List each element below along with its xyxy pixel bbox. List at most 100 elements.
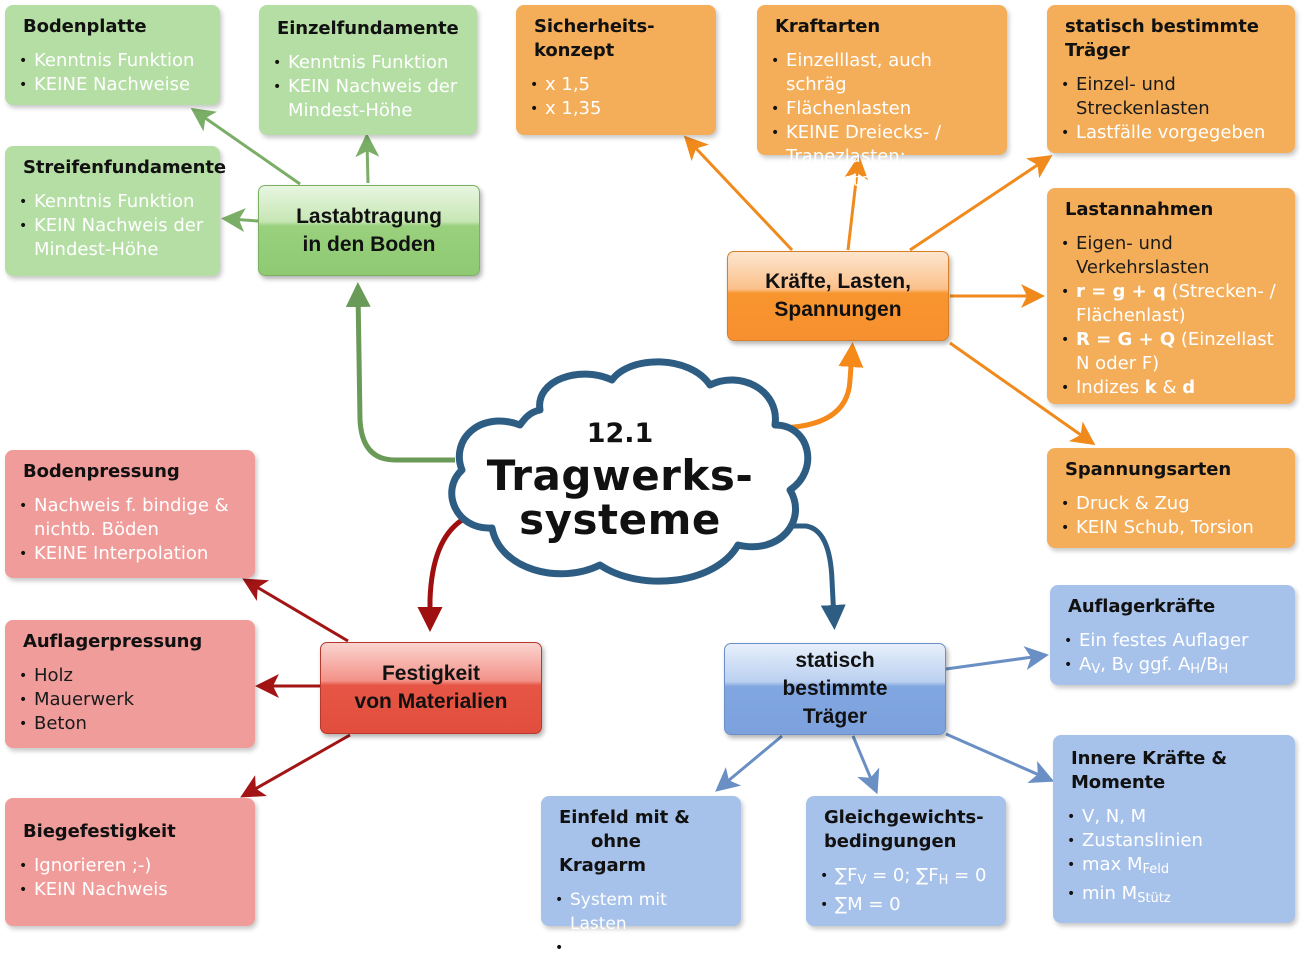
center-topic-number: 12.1 [586, 418, 654, 449]
connector-einzelfundamente [355, 133, 380, 184]
text: max M [1082, 854, 1143, 875]
connector-layer [190, 107, 1096, 798]
subscript: Feld [1142, 862, 1170, 877]
topic-item: max MFeld [1067, 853, 1281, 882]
topic-bodenplatte[interactable]: Bodenplatte Kenntnis Funktion KEINE Nach… [5, 5, 220, 105]
topic-title: Sicherheits-konzept [534, 15, 702, 63]
connector-sicherheitskonzept [683, 135, 794, 252]
connector-bodenplatte [190, 107, 301, 186]
topic-item: Leff, LKrag,eff [555, 936, 727, 965]
topic-item: AV, BV ggf. AH/BH [1064, 653, 1281, 682]
topic-gleichgewicht[interactable]: Gleichgewichts-bedingungen ∑FV = 0; ∑FH … [806, 796, 1006, 926]
topic-item: Mauerwerk [19, 688, 241, 712]
topic-item: x 1,35 [530, 97, 702, 121]
topic-spannungsarten[interactable]: Spannungsarten Druck & Zug KEIN Schub, T… [1047, 448, 1295, 548]
topic-item: R = G + Q (Einzellast N oder F) [1061, 328, 1281, 376]
topic-title: Streifenfundamente [23, 157, 226, 178]
subscript: V [857, 873, 867, 888]
topic-item: KEIN Nachweis der Mindest-Höhe [19, 214, 206, 262]
topic-item: r = g + q (Strecken- / Flächenlast) [1061, 280, 1281, 328]
topic-item: Zustanslinien [1067, 829, 1281, 853]
topic-title: Einzelfundamente [277, 18, 459, 39]
text: ∑F [835, 865, 858, 886]
main-node-line1: Lastabtragung [296, 204, 442, 228]
center-topic-title[interactable]: Tragwerks- systeme [460, 454, 780, 542]
topic-title: Spannungsarten [1065, 459, 1232, 480]
connector-auflagerkraefte [945, 646, 1049, 671]
text: /B [1200, 654, 1219, 675]
subscript: eff [577, 945, 595, 960]
topic-title-line2: Momente [1071, 772, 1166, 793]
topic-item: Ein festes Auflager [1064, 629, 1281, 653]
center-title-line1: Tragwerks- [486, 451, 754, 500]
topic-item: Indizes k & d [1061, 376, 1281, 400]
topic-kraftarten[interactable]: Kraftarten Einzelllast, auch schräg Fläc… [757, 5, 1007, 191]
topic-item: Druck & Zug [1061, 492, 1281, 516]
topic-item: Lastfälle vorgegeben [1061, 121, 1281, 145]
text: = 0; ∑F [866, 865, 939, 886]
topic-bodenpressung[interactable]: Bodenpressung Nachweis f. bindige & nich… [5, 450, 255, 578]
topic-item: Holz [19, 664, 241, 688]
topic-item: KEINE Dreiecks- / Trapezlasten; Momente [771, 121, 993, 193]
connector-spannungsarten [949, 341, 1096, 446]
topic-item: Nachweis f. bindige & nichtb. Böden [19, 494, 241, 542]
topic-title-line1: statisch bestimmte [1065, 16, 1259, 37]
connector-gleichgewicht [851, 735, 880, 795]
subscript: H [1190, 662, 1201, 677]
topic-sicherheitskonzept[interactable]: Sicherheits-konzept x 1,5 x 1,35 [516, 5, 716, 135]
topic-streifenfundamente[interactable]: Streifenfundamente Kenntnis Funktion KEI… [5, 146, 226, 276]
subscript: H [938, 873, 949, 888]
text: , B [1100, 654, 1125, 675]
connector-innere-kraefte [945, 732, 1055, 783]
main-node-line1: Kräfte, Lasten, [765, 270, 911, 293]
connector-biegefestigkeit [240, 733, 351, 798]
topic-item: Ignorieren ;-) [19, 854, 241, 878]
topic-lastannahmen[interactable]: Lastannahmen Eigen- und Verkehrslasten r… [1047, 188, 1295, 404]
topic-einzelfundamente[interactable]: Einzelfundamente Kenntnis Funktion KEIN … [259, 5, 477, 135]
formula: R = G + Q [1076, 329, 1176, 350]
topic-item: Kenntnis Funktion [273, 51, 463, 75]
main-node-line1: statisch [795, 649, 875, 672]
center-title-line2: systeme [519, 495, 721, 544]
topic-title: Biegefestigkeit [23, 821, 176, 842]
topic-auflagerkraefte[interactable]: Auflagerkräfte Ein festes Auflager AV, B… [1050, 585, 1295, 685]
text: L [606, 941, 615, 957]
topic-item: min MStütz [1067, 882, 1281, 911]
topic-item: Eigen- und Verkehrslasten [1061, 232, 1281, 280]
connector-statisch-orange [909, 155, 1053, 252]
text: & [1156, 377, 1183, 398]
topic-item: Beton [19, 712, 241, 736]
main-node-lastabtragung[interactable]: Lastabtragung in den Boden [258, 185, 480, 276]
topic-auflagerpressung[interactable]: Auflagerpressung Holz Mauerwerk Beton [5, 620, 255, 748]
topic-item: V, N, M [1067, 805, 1281, 829]
topic-einfeld[interactable]: Einfeld mit &ohne Kragarm System mit Las… [541, 796, 741, 960]
connector-streifenfundamente [221, 208, 259, 233]
cloud-shape [448, 358, 812, 585]
topic-title-line1: Sicherheits- [534, 16, 655, 37]
topic-item: Kenntnis Funktion [19, 190, 206, 214]
topic-biegefestigkeit[interactable]: Biegefestigkeit Ignorieren ;-) KEIN Nach… [5, 798, 255, 926]
topic-title: Bodenplatte [23, 16, 147, 37]
topic-title-line2: Träger [1065, 40, 1130, 61]
main-node-kraefte[interactable]: Kräfte, Lasten,Spannungen [727, 251, 949, 341]
topic-item: ∑M = 0 [820, 893, 992, 917]
text: A [1079, 654, 1092, 675]
topic-item: x 1,5 [530, 73, 702, 97]
topic-title: Kraftarten [775, 16, 881, 37]
topic-title-line2: konzept [534, 40, 615, 61]
connector-einfeld [715, 734, 783, 792]
topic-innere-kraefte[interactable]: Innere Kräfte &Momente V, N, M Zustansli… [1053, 735, 1295, 923]
topic-item: KEIN Schub, Torsion [1061, 516, 1281, 540]
topic-title-line2: bedingungen [824, 831, 957, 852]
topic-item: KEIN Nachweis der Mindest-Höhe [273, 75, 463, 123]
topic-item: KEINE Nachweise [19, 73, 206, 97]
text: L [570, 941, 578, 957]
subscript: Stütz [1137, 891, 1171, 906]
main-node-line2: in den Boden [302, 232, 436, 256]
topic-title: Auflagerkräfte [1068, 596, 1216, 617]
topic-item: System mit Lasten [555, 888, 727, 936]
main-node-line1: Festigkeit [381, 662, 480, 685]
